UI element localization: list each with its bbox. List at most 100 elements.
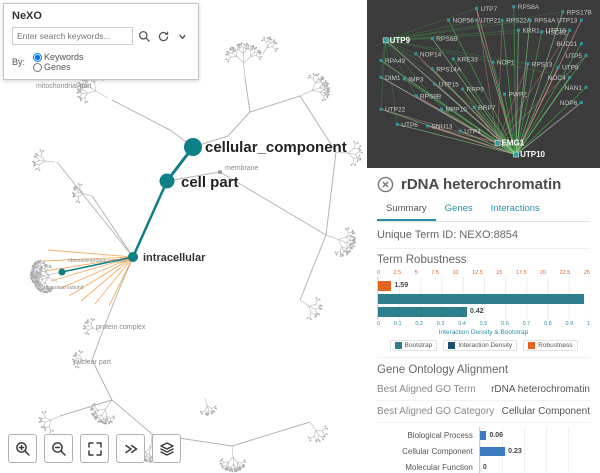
gene-node[interactable]: [461, 87, 465, 91]
layers-button[interactable]: [152, 434, 181, 463]
gene-label[interactable]: RPS8A: [518, 4, 540, 11]
gene-label[interactable]: UTP8: [562, 65, 579, 72]
gene-label[interactable]: UTP13: [557, 18, 578, 25]
term-label[interactable]: cell part: [181, 174, 239, 191]
gene-node[interactable]: [513, 151, 519, 158]
gene-label[interactable]: UTP6: [401, 122, 418, 129]
term-node[interactable]: [218, 170, 222, 174]
gene-node[interactable]: [402, 77, 406, 81]
gene-node[interactable]: [440, 107, 444, 111]
gene-node[interactable]: [494, 140, 501, 146]
gene-label[interactable]: MPP10: [446, 107, 468, 114]
gene-node[interactable]: [430, 37, 434, 41]
gene-label[interactable]: NOP56: [453, 18, 475, 25]
gene-label[interactable]: UTP9: [390, 36, 411, 45]
gene-label[interactable]: NAN1: [565, 85, 583, 92]
gene-label[interactable]: RPS4A: [534, 18, 556, 25]
gene-label[interactable]: RRP7: [478, 105, 496, 112]
term-node[interactable]: [159, 173, 175, 189]
search-input[interactable]: [12, 27, 133, 45]
gene-node[interactable]: [584, 53, 588, 57]
tab-interactions[interactable]: Interactions: [490, 203, 540, 214]
gene-node[interactable]: [395, 122, 399, 126]
gene-node[interactable]: [379, 75, 383, 79]
term-label[interactable]: membrane: [225, 165, 259, 172]
gene-label[interactable]: UTP7: [481, 6, 498, 13]
gene-label[interactable]: RPS13: [532, 61, 553, 68]
gene-node[interactable]: [379, 58, 383, 62]
gene-label[interactable]: UTP21: [481, 18, 502, 25]
gene-label[interactable]: UTP15: [439, 82, 460, 89]
gene-label[interactable]: RPS17B: [567, 9, 592, 16]
gene-label[interactable]: NOC4: [548, 75, 566, 82]
term-label[interactable]: cellular_component: [205, 139, 347, 156]
gene-label[interactable]: DIM1: [385, 75, 401, 82]
gene-node[interactable]: [472, 106, 476, 110]
gene-node[interactable]: [451, 57, 455, 61]
gene-label[interactable]: HSC82: [546, 29, 567, 36]
search-mode-keywords[interactable]: Keywords: [33, 52, 84, 62]
gene-node[interactable]: [447, 18, 451, 22]
gene-node[interactable]: [475, 18, 479, 22]
gene-label[interactable]: KRR1: [522, 28, 540, 35]
gene-node[interactable]: [579, 18, 583, 22]
gene-node[interactable]: [414, 52, 418, 56]
close-icon[interactable]: [377, 176, 394, 193]
gene-label[interactable]: NOP14: [420, 51, 442, 58]
gene-label[interactable]: UTP18: [545, 28, 566, 35]
gene-node[interactable]: [491, 60, 495, 64]
term-label[interactable]: intracellular: [143, 252, 206, 264]
gene-label[interactable]: UTP4: [464, 129, 481, 136]
search-icon[interactable]: [137, 29, 152, 44]
gene-label[interactable]: NOP6: [560, 100, 578, 107]
gene-node[interactable]: [426, 124, 430, 128]
gene-node[interactable]: [561, 10, 565, 14]
gene-node[interactable]: [526, 62, 530, 66]
term-label[interactable]: ribosomal subunit: [44, 285, 84, 291]
gene-label[interactable]: RPS6B: [436, 36, 457, 43]
gene-node[interactable]: [512, 5, 516, 9]
term-node[interactable]: [128, 252, 138, 262]
chevron-down-icon[interactable]: [175, 29, 190, 44]
term-label[interactable]: protein complex: [96, 324, 146, 331]
gene-label[interactable]: RRP9: [467, 87, 485, 94]
zoom-out-button[interactable]: [44, 434, 73, 463]
gene-label[interactable]: SNU13: [432, 124, 453, 131]
search-mode-radio[interactable]: [33, 52, 43, 62]
gene-node[interactable]: [475, 6, 479, 10]
search-mode-radio[interactable]: [33, 62, 43, 72]
term-node[interactable]: [58, 268, 66, 276]
gene-node[interactable]: [430, 67, 434, 71]
refresh-icon[interactable]: [156, 29, 171, 44]
gene-node[interactable]: [458, 129, 462, 133]
gene-label[interactable]: EMG1: [501, 138, 524, 147]
gene-node[interactable]: [568, 28, 572, 32]
zoom-in-button[interactable]: [8, 434, 37, 463]
gene-label[interactable]: UTP10: [520, 150, 545, 159]
term-label[interactable]: nuclear part: [74, 359, 111, 366]
gene-node[interactable]: [579, 42, 583, 46]
gene-label[interactable]: BUD21: [556, 41, 577, 48]
search-mode-genes[interactable]: Genes: [33, 62, 84, 72]
gene-node[interactable]: [500, 18, 504, 22]
fit-to-screen-button[interactable]: [80, 434, 109, 463]
term-label[interactable]: mitochondrial part: [36, 83, 92, 90]
gene-label[interactable]: RPS9B: [420, 93, 441, 100]
gene-node[interactable]: [568, 75, 572, 79]
term-node[interactable]: [184, 138, 202, 156]
expand-levels-button[interactable]: [116, 434, 145, 463]
gene-label[interactable]: KRE33: [457, 56, 478, 63]
gene-node[interactable]: [502, 92, 506, 96]
gene-label[interactable]: RPS22A: [506, 18, 532, 25]
gene-node[interactable]: [414, 94, 418, 98]
gene-label[interactable]: IMP3: [408, 76, 424, 83]
gene-node[interactable]: [528, 18, 532, 22]
gene-node[interactable]: [540, 30, 544, 34]
gene-node[interactable]: [516, 28, 520, 32]
gene-node[interactable]: [584, 85, 588, 89]
gene-label[interactable]: UTP5: [565, 53, 582, 60]
gene-label[interactable]: NOP1: [497, 60, 515, 67]
